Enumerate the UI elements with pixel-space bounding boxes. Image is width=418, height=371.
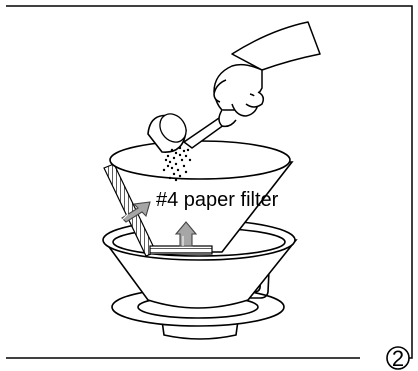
svg-text:2: 2 xyxy=(392,346,404,371)
filter-label: #4 paper filter xyxy=(156,189,279,211)
filter-bottom-crimp xyxy=(150,246,212,254)
step-number-badge: 2 xyxy=(387,346,409,371)
hand xyxy=(214,22,320,126)
